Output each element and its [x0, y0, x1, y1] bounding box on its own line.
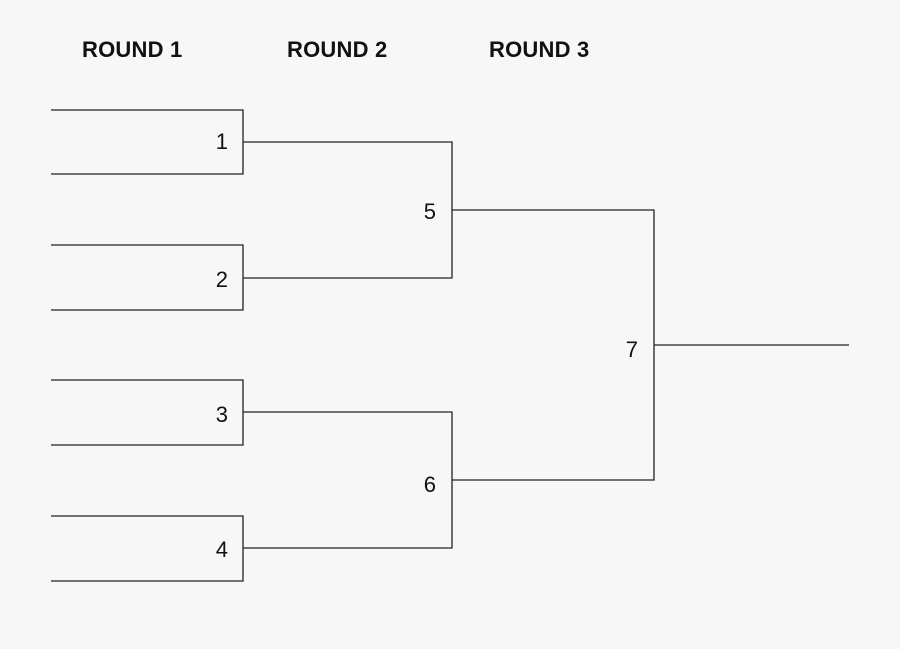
match-7-number: 7: [626, 337, 638, 362]
match-2-number: 2: [216, 267, 228, 292]
match-7-connector: [452, 209, 655, 481]
match-3-number: 3: [216, 402, 228, 427]
round-2-label: ROUND 2: [287, 37, 388, 62]
match-5-connector: [243, 141, 453, 279]
match-6-number: 6: [424, 472, 436, 497]
match-6-connector: [243, 411, 453, 549]
round-3-label: ROUND 3: [489, 37, 590, 62]
match-5-number: 5: [424, 199, 436, 224]
match-1-number: 1: [216, 129, 228, 154]
round-1-label: ROUND 1: [82, 37, 183, 62]
match-1-slot: [51, 109, 244, 175]
match-4-slot: [51, 515, 244, 582]
match-3-slot: [51, 379, 244, 446]
match-2-slot: [51, 244, 244, 311]
match-4-number: 4: [216, 537, 228, 562]
